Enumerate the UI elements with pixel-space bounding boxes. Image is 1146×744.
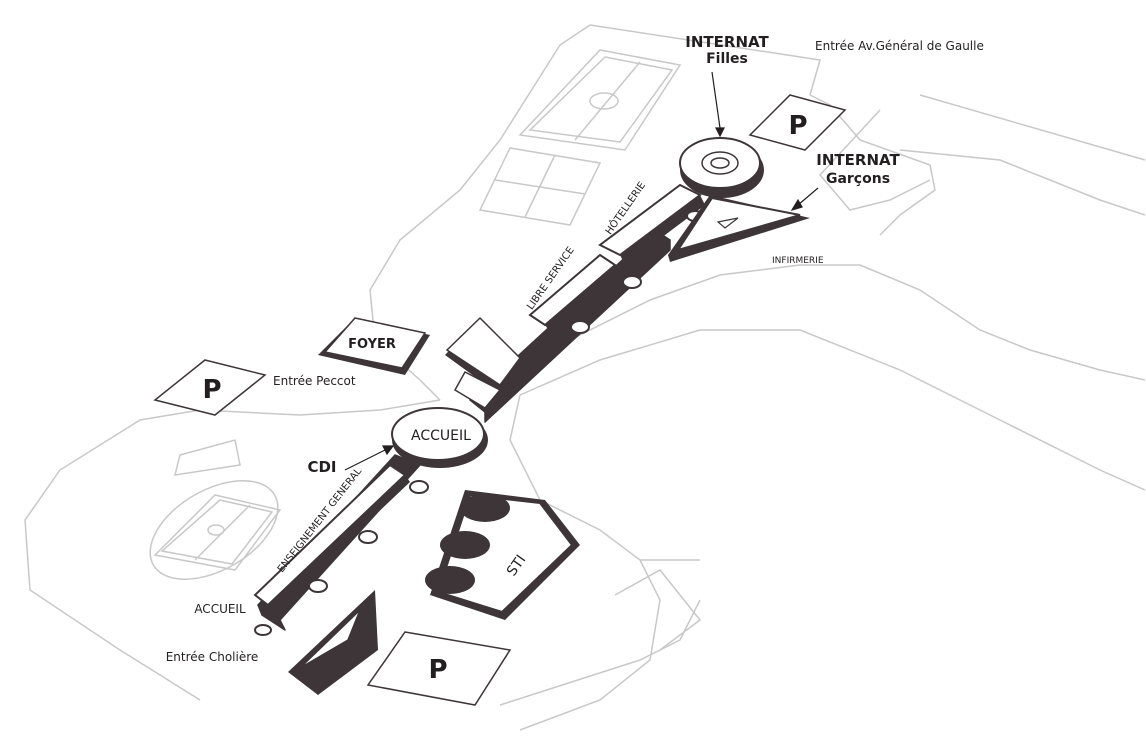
site-outlines bbox=[24, 24, 1146, 731]
sports-field-bottom bbox=[149, 439, 282, 580]
internat-garcons-sublabel: Garçons bbox=[826, 171, 890, 187]
internat-garcons-building bbox=[668, 195, 810, 262]
map-labels: INTERNAT Filles Entrée Av.Général de Gau… bbox=[166, 33, 984, 664]
sports-field-top bbox=[478, 49, 682, 226]
entree-gaulle-label: Entrée Av.Général de Gaulle bbox=[815, 39, 984, 53]
accueil-center-building: ACCUEIL bbox=[391, 407, 488, 468]
entree-choliere-label: Entrée Cholière bbox=[166, 650, 259, 664]
sti-building: STI bbox=[425, 490, 580, 620]
corridor-block bbox=[445, 316, 525, 409]
internat-garcons-label: INTERNAT bbox=[816, 151, 900, 169]
foyer-building: FOYER bbox=[318, 317, 430, 375]
libre-service-building bbox=[528, 253, 642, 334]
parking-label: P bbox=[428, 655, 447, 685]
infirmerie-label: INFIRMERIE bbox=[772, 256, 824, 266]
hotellerie-building bbox=[598, 183, 705, 265]
parking-top-right: P bbox=[748, 94, 847, 151]
parking-label: P bbox=[202, 375, 221, 405]
internat-filles-building bbox=[679, 137, 764, 198]
parking-label: P bbox=[788, 111, 807, 141]
entree-peccot-label: Entrée Peccot bbox=[273, 374, 356, 388]
accueil-bottom-label: ACCUEIL bbox=[194, 602, 246, 616]
enseignement-general-building bbox=[253, 463, 429, 636]
parking-bottom: P bbox=[366, 631, 512, 706]
foyer-label: FOYER bbox=[348, 337, 396, 352]
bottom-triangle-building bbox=[288, 590, 378, 695]
pointer-arrows bbox=[344, 71, 819, 471]
accueil-center-label: ACCUEIL bbox=[411, 428, 471, 444]
internat-filles-label: INTERNAT bbox=[685, 33, 769, 51]
cdi-label: CDI bbox=[307, 458, 336, 476]
internat-filles-sublabel: Filles bbox=[706, 51, 748, 67]
parking-left: P bbox=[153, 359, 267, 416]
